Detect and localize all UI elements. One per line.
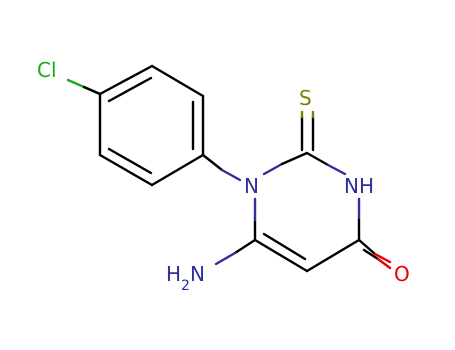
chlorine-label: Cl — [37, 58, 57, 82]
bond-ring-a4 — [150, 153, 205, 187]
bond-aryl-n1 — [201, 153, 224, 172]
bond-cl-c1b — [82, 85, 102, 96]
bond-n1-c2b — [280, 151, 309, 166]
bond-c4-c5 — [305, 238, 361, 273]
amino-subscript-label: 2 — [181, 278, 190, 294]
ring-nitrogen-label: N — [244, 174, 259, 198]
atom-labels: Cl S N NH H 2 N O — [37, 58, 410, 294]
oxygen-label: O — [394, 262, 410, 286]
bond-ring-a5-inner — [107, 147, 153, 175]
bond-n1-c2 — [262, 162, 284, 176]
bond-c6-nh2 — [233, 238, 257, 255]
bond-aryl-n1b — [220, 168, 242, 182]
bond-c4-o2 — [362, 248, 380, 261]
amino-h-label: H — [166, 262, 181, 286]
bond-c2-nh — [305, 151, 330, 167]
bond-c5-c6 — [253, 238, 309, 273]
bond-c4-o — [357, 238, 377, 256]
bond-c5-c6-inner — [262, 232, 307, 261]
sulfur-label: S — [299, 86, 312, 110]
bond-c2-nh-b — [326, 163, 347, 176]
bond-ring-a1-inner — [107, 76, 153, 103]
bond-ring-a2 — [150, 64, 205, 98]
bond-c4-o2b — [376, 257, 392, 270]
amino-n-label: N — [190, 262, 205, 286]
bond-ring-a1 — [98, 64, 154, 96]
bond-ring-a5 — [98, 153, 154, 187]
bonds — [66, 64, 392, 273]
bond-c4-o-b — [373, 252, 392, 264]
bond-c6-nh2b — [214, 251, 237, 266]
amide-nh-label: NH — [344, 174, 374, 198]
